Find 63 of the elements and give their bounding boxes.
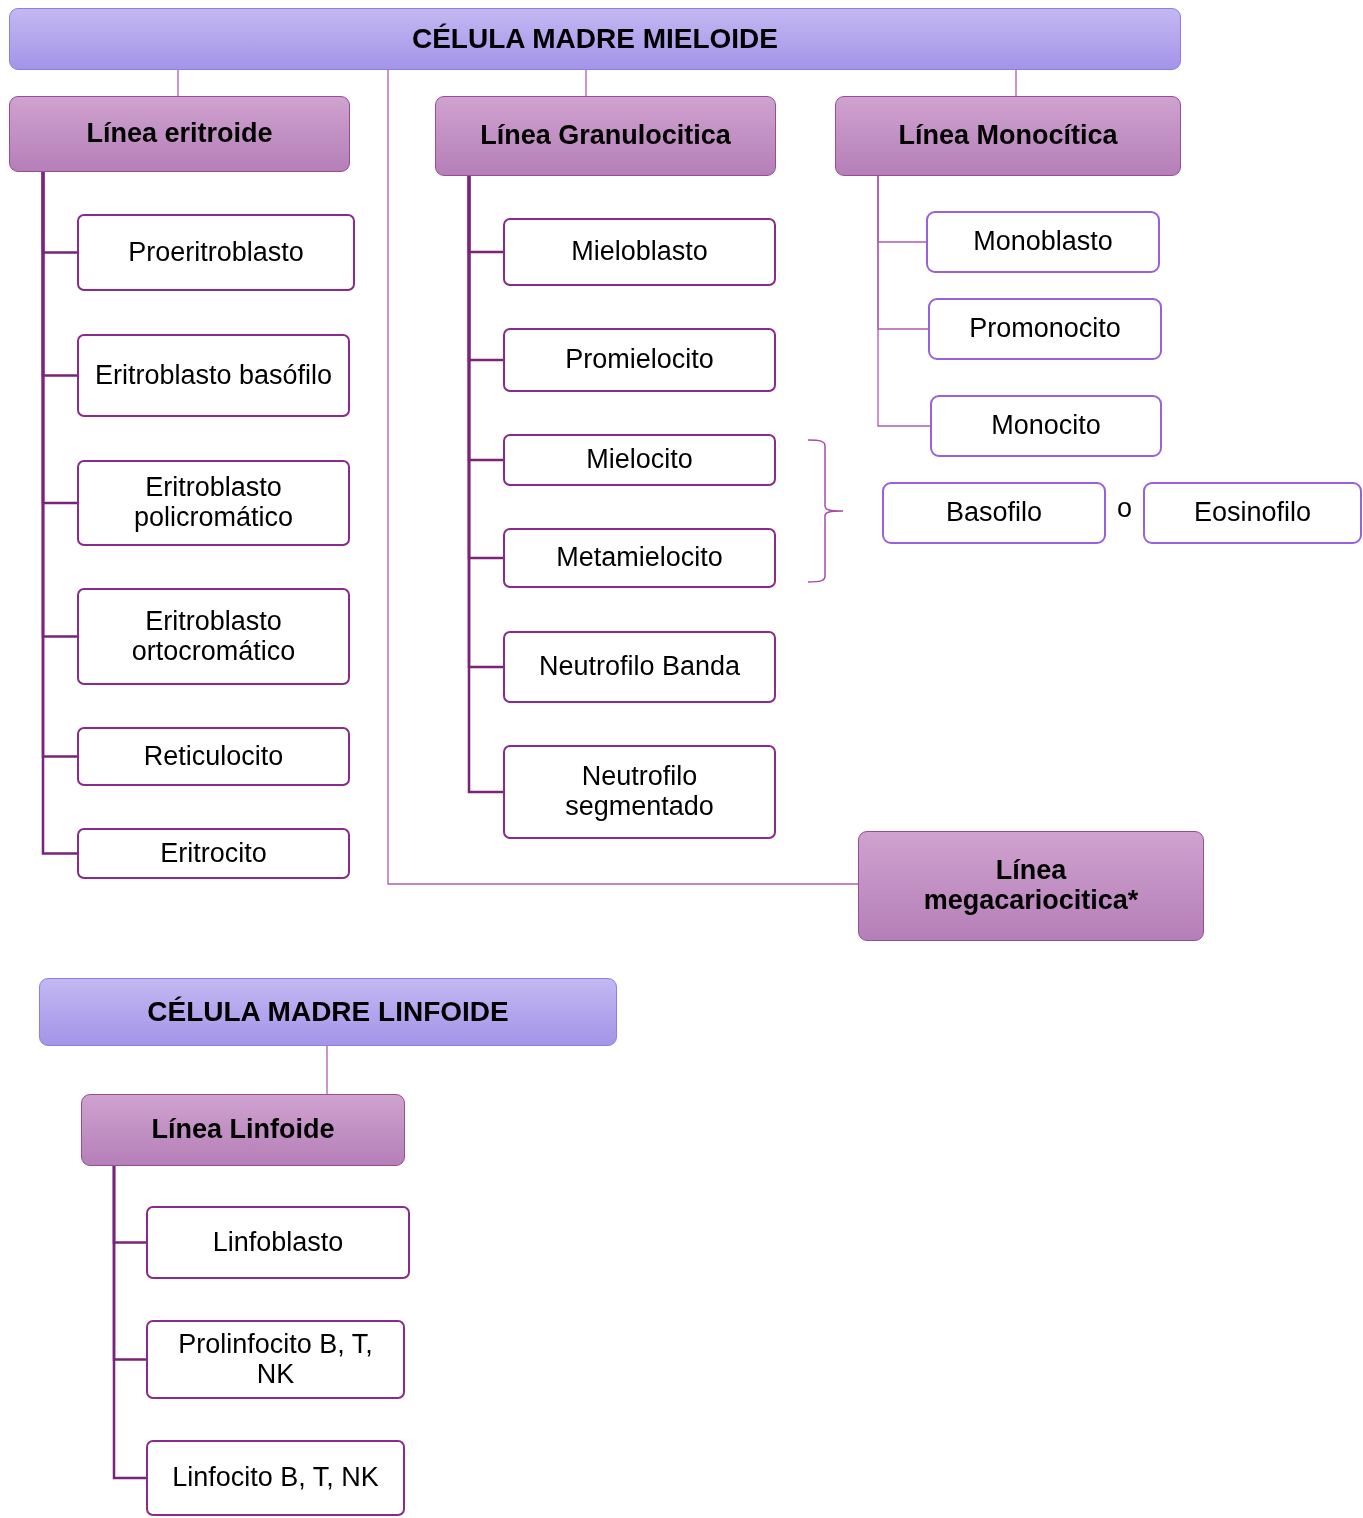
cell-box — [503, 328, 776, 392]
node-text: Monoblasto — [973, 227, 1113, 257]
node-text: Reticulocito — [143, 741, 284, 772]
connector-line — [467, 176, 503, 794]
node-text: Linfoblasto — [212, 1227, 344, 1258]
node-text: CÉLULA MADRE MIELOIDE — [411, 23, 779, 55]
node-text: Eritroblasto basófilo — [94, 360, 333, 391]
cell-box — [77, 334, 350, 417]
node-text: Eritroblasto policromático — [132, 473, 295, 533]
node-text: Promielocito — [565, 345, 714, 375]
node-text: Neutrofilo Banda — [538, 652, 741, 682]
node-text: Mieloblasto — [571, 237, 708, 267]
cell-box — [930, 395, 1162, 457]
cell-box — [77, 727, 350, 786]
connector-line — [326, 1045, 328, 1095]
cell-box — [503, 528, 776, 588]
cell-box — [146, 1440, 405, 1516]
node-text: Línea Monocítica — [898, 121, 1118, 151]
cell-box — [503, 745, 776, 839]
lineage-box — [9, 96, 350, 172]
node-text: Linfocito B, T, NK — [172, 1463, 379, 1493]
connector-word: o — [1117, 493, 1133, 524]
connector-line — [112, 1166, 146, 1480]
lineage-box — [858, 831, 1204, 941]
node-text: Línea Linfoide — [151, 1115, 335, 1145]
connector-line — [877, 175, 931, 427]
connector-line — [387, 69, 859, 885]
node-text: Línea eritroide — [86, 119, 273, 149]
lineage-box — [435, 96, 776, 176]
node-text: Mielocito — [586, 445, 693, 475]
cell-box — [146, 1320, 405, 1399]
cell-box — [926, 211, 1160, 273]
cell-box — [77, 588, 350, 685]
node-text: Metamielocito — [556, 543, 723, 573]
connector-line — [1015, 69, 1017, 97]
lineage-box — [81, 1094, 405, 1166]
cell-box — [503, 631, 776, 703]
cell-box — [1143, 482, 1362, 544]
node-text: Línea megacariocitica* — [922, 856, 1140, 916]
node-text: Promonocito — [969, 314, 1121, 344]
cell-box — [77, 214, 355, 291]
node-text: Prolinfocito B, T, NK — [178, 1329, 373, 1390]
stem-cell-box — [9, 8, 1181, 70]
node-text: Neutrofilo segmentado — [564, 762, 715, 822]
connector-line — [177, 69, 179, 97]
cell-box — [503, 434, 776, 486]
node-text: CÉLULA MADRE LINFOIDE — [147, 996, 509, 1028]
node-text: Eosinofilo — [1193, 498, 1312, 528]
node-text: Monocito — [991, 411, 1101, 441]
node-text: Proeritroblasto — [128, 237, 304, 268]
cell-box — [882, 482, 1106, 544]
stem-cell-box — [39, 978, 617, 1046]
node-text: Eritrocito — [160, 838, 267, 869]
node-text: Línea Granulocitica — [480, 121, 731, 151]
cell-box — [928, 298, 1162, 360]
connector-line — [585, 69, 587, 97]
cell-box — [146, 1206, 410, 1279]
cell-box — [77, 460, 350, 546]
node-text: Eritroblasto ortocromático — [130, 606, 297, 667]
cell-box — [77, 828, 350, 879]
lineage-box — [835, 96, 1181, 176]
cell-box — [503, 218, 776, 286]
node-text: Basofilo — [945, 498, 1043, 528]
